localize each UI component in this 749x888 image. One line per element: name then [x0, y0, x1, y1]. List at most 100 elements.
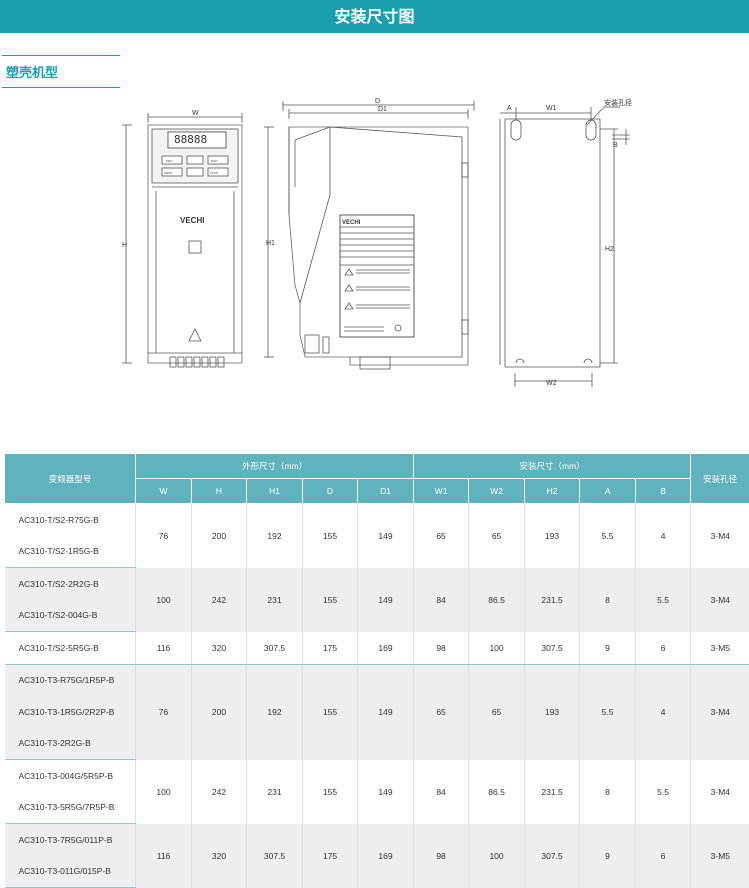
dim-w1-label: W1	[546, 105, 557, 112]
value-cell-b: 6	[636, 632, 691, 665]
value-cell-h1: 307.5	[247, 824, 303, 888]
value-cell-d1: 149	[358, 504, 414, 568]
value-cell-a: 5.5	[580, 504, 636, 568]
value-cell-w1: 65	[414, 664, 469, 760]
value-cell-d: 155	[303, 760, 358, 824]
model-cell: AC310-T3-011G/015P-B	[5, 856, 136, 888]
value-cell-h: 320	[192, 824, 247, 888]
value-cell-d1: 169	[358, 632, 414, 665]
dim-b-label: B	[613, 142, 618, 149]
value-cell-w1: 84	[414, 760, 469, 824]
header-h2: H2	[525, 479, 580, 504]
value-cell-w2: 65	[469, 504, 525, 568]
value-cell-a: 8	[580, 568, 636, 632]
header-model: 变频器型号	[5, 454, 136, 504]
hole-cell: 3-M4	[691, 664, 749, 760]
value-cell-a: 9	[580, 824, 636, 888]
value-cell-b: 4	[636, 504, 691, 568]
value-cell-h: 242	[192, 568, 247, 632]
value-cell-w: 100	[136, 568, 192, 632]
header-w2: W2	[469, 479, 525, 504]
hole-cell: 3-M5	[691, 632, 749, 665]
value-cell-h1: 231	[247, 760, 303, 824]
value-cell-h1: 192	[247, 664, 303, 760]
key-stop: STOP	[210, 171, 218, 175]
model-cell: AC310-T3-5R5G/7R5P-B	[5, 792, 136, 824]
rear-labels: A W1 安装孔径 B H2 W2	[507, 98, 632, 387]
model-cell: AC310-T/S2-1R5G-B	[5, 536, 136, 568]
value-cell-d: 155	[303, 568, 358, 632]
key-shift: SHIFT	[164, 171, 173, 175]
header-a: A	[580, 479, 636, 504]
value-cell-w1: 84	[414, 568, 469, 632]
value-cell-h1: 192	[247, 504, 303, 568]
value-cell-d: 175	[303, 632, 358, 665]
value-cell-w1: 98	[414, 632, 469, 665]
dim-w2-label: W2	[546, 380, 557, 387]
value-cell-b: 5.5	[636, 760, 691, 824]
header-mount: 安装尺寸（mm）	[414, 454, 691, 479]
value-cell-h1: 307.5	[247, 632, 303, 665]
value-cell-w: 76	[136, 504, 192, 568]
model-cell: AC310-T3-7R5G/011P-B	[5, 824, 136, 856]
model-cell: AC310-T/S2-004G-B	[5, 600, 136, 632]
hole-cell: 3-M4	[691, 504, 749, 568]
dim-w-label: W	[192, 110, 199, 117]
page-title: 安装尺寸图	[0, 0, 749, 33]
model-cell: AC310-T3-2R2G-B	[5, 728, 136, 760]
value-cell-a: 8	[580, 760, 636, 824]
value-cell-h: 242	[192, 760, 247, 824]
hole-label: 安装孔径	[604, 98, 632, 107]
value-cell-h2: 193	[525, 504, 580, 568]
model-cell: AC310-T3-R75G/1R5P-B	[5, 664, 136, 696]
value-cell-d: 175	[303, 824, 358, 888]
side-view	[264, 101, 474, 369]
value-cell-h1: 231	[247, 568, 303, 632]
header-h1: H1	[247, 479, 303, 504]
value-cell-h: 320	[192, 632, 247, 665]
header-w1: W1	[414, 479, 469, 504]
value-cell-w: 116	[136, 632, 192, 665]
value-cell-a: 5.5	[580, 664, 636, 760]
value-cell-h2: 193	[525, 664, 580, 760]
value-cell-h2: 231.5	[525, 568, 580, 632]
value-cell-b: 4	[636, 664, 691, 760]
value-cell-h: 200	[192, 664, 247, 760]
value-cell-w: 116	[136, 824, 192, 888]
value-cell-d1: 169	[358, 824, 414, 888]
value-cell-w1: 65	[414, 504, 469, 568]
hole-cell: 3-M4	[691, 568, 749, 632]
value-cell-b: 6	[636, 824, 691, 888]
dim-a-label: A	[507, 105, 512, 112]
value-cell-b: 5.5	[636, 568, 691, 632]
value-cell-d1: 149	[358, 664, 414, 760]
value-cell-w2: 86.5	[469, 568, 525, 632]
hole-cell: 3-M5	[691, 824, 749, 888]
nameplate-brand: VECHI	[342, 220, 361, 226]
model-cell: AC310-T3-1R5G/2R2P-B	[5, 696, 136, 728]
value-cell-d1: 149	[358, 568, 414, 632]
value-cell-w: 76	[136, 664, 192, 760]
header-outer: 外形尺寸（mm）	[136, 454, 414, 479]
dim-h2-label: H2	[605, 246, 614, 253]
led-display: 88888	[174, 133, 207, 146]
model-cell: AC310-T/S2-2R2G-B	[5, 568, 136, 600]
dim-d1-label: D1	[378, 106, 387, 113]
header-d1: D1	[358, 479, 414, 504]
dim-d-label: D	[375, 98, 380, 105]
value-cell-h2: 231.5	[525, 760, 580, 824]
model-cell: AC310-T/S2-5R5G-B	[5, 632, 136, 665]
front-view	[122, 113, 242, 367]
header-hole: 安装孔径	[691, 454, 749, 504]
value-cell-h2: 307.5	[525, 632, 580, 665]
model-cell: AC310-T/S2-R75G-B	[5, 504, 136, 536]
header-b: B	[636, 479, 691, 504]
key-prg: PRG	[166, 159, 173, 163]
value-cell-w2: 100	[469, 824, 525, 888]
hole-cell: 3-M4	[691, 760, 749, 824]
value-cell-d: 155	[303, 664, 358, 760]
section-title: 塑壳机型	[6, 62, 58, 81]
